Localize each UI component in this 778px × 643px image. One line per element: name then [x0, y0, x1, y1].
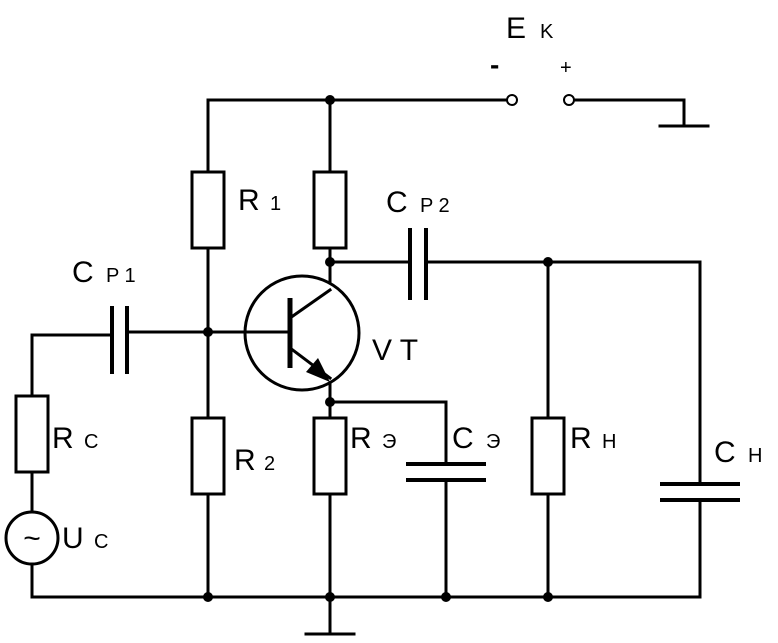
svg-text:1: 1 — [270, 193, 281, 215]
svg-text:R: R — [238, 184, 260, 217]
source-glyph: ~ — [23, 522, 41, 555]
resistor-re — [312, 416, 348, 496]
svg-text:2: 2 — [264, 453, 275, 475]
emitter-arrow-icon — [306, 358, 330, 382]
label-ce: C Э — [452, 422, 500, 455]
svg-text:P 1: P 1 — [106, 265, 136, 287]
resistor-r1 — [190, 170, 226, 250]
label-ek: E K — [506, 12, 554, 45]
capacitor-cn — [660, 482, 740, 502]
wires — [30, 98, 702, 636]
resistor-rn — [530, 416, 566, 496]
resistor-collector — [312, 170, 348, 250]
label-cn: C H — [714, 436, 762, 469]
svg-text:R: R — [570, 422, 592, 455]
svg-text:C: C — [452, 422, 474, 455]
transistor-vt — [243, 274, 361, 392]
svg-text:Э: Э — [382, 431, 396, 453]
svg-text:R: R — [52, 422, 74, 455]
capacitor-cp1 — [110, 306, 129, 374]
supply-plus-terminal — [563, 94, 575, 106]
label-rn: R H — [570, 422, 616, 455]
label-uc: U C — [62, 522, 108, 555]
label-vt: V T — [372, 334, 418, 367]
svg-text:P 2: P 2 — [420, 195, 450, 217]
label-rc: R C — [52, 422, 98, 455]
signal-source: ~ — [4, 510, 60, 566]
supply-minus-terminal — [506, 94, 518, 106]
svg-text:C: C — [386, 186, 408, 219]
svg-text:C: C — [714, 436, 736, 469]
supply-minus-label: - — [490, 49, 499, 80]
svg-text:C: C — [94, 531, 108, 553]
svg-text:R: R — [350, 422, 372, 455]
svg-text:R: R — [234, 444, 256, 477]
svg-text:Э: Э — [486, 431, 500, 453]
svg-text:C: C — [84, 431, 98, 453]
label-r1: R 1 — [238, 184, 281, 217]
capacitor-cp2 — [408, 228, 428, 300]
junction-dots — [203, 95, 553, 602]
label-r2: R 2 — [234, 444, 275, 477]
label-cp2: C P 2 — [386, 186, 450, 219]
label-re: R Э — [350, 422, 396, 455]
svg-text:K: K — [540, 21, 554, 43]
svg-text:E: E — [506, 12, 526, 45]
svg-text:H: H — [748, 445, 762, 467]
resistor-rc — [14, 394, 50, 474]
svg-text:U: U — [62, 522, 84, 555]
label-cp1: C P 1 — [72, 256, 136, 289]
capacitor-ce — [406, 462, 486, 482]
resistor-r2 — [190, 416, 226, 496]
svg-text:H: H — [602, 431, 616, 453]
svg-text:C: C — [72, 256, 94, 289]
supply-plus-label: + — [560, 57, 572, 79]
